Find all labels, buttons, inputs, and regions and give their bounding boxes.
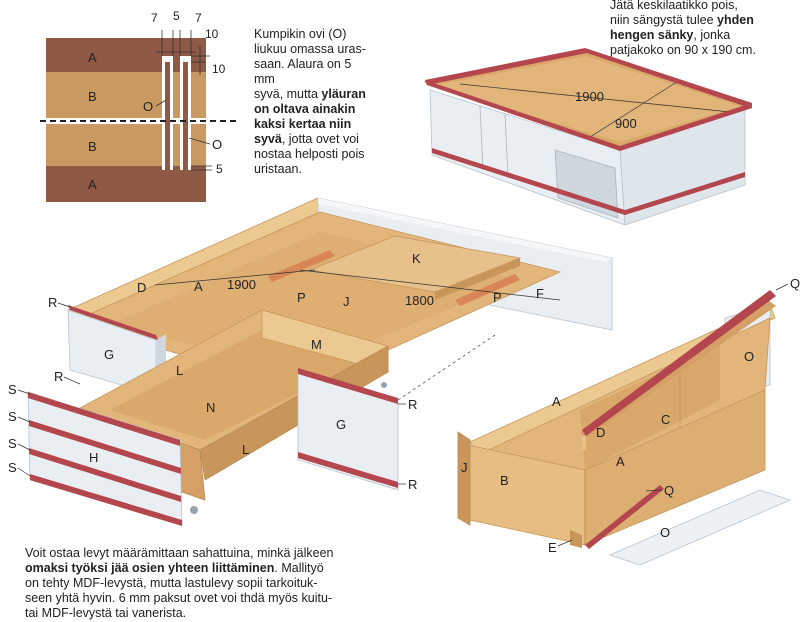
label-s-2: S (8, 409, 17, 424)
detail-dim-10b: 10 (212, 62, 226, 76)
label-a-unit-2: A (616, 454, 625, 469)
label-r-1: R (48, 295, 57, 310)
part-labels: D A P J K P F R G M L R N R G L R H S S … (8, 251, 800, 555)
label-q-1: Q (790, 276, 800, 291)
detail-label-a-bottom: A (88, 177, 97, 192)
label-d-frame: D (137, 280, 146, 295)
label-p-1: P (297, 290, 306, 305)
detail-dim-5b: 5 (216, 162, 223, 176)
detail-label-b-bottom: B (88, 139, 97, 154)
leader-lines (17, 283, 789, 547)
frame-width: 1800 (405, 293, 434, 308)
label-l-1: L (176, 363, 183, 378)
label-o-1: O (744, 349, 754, 364)
detail-label-o-2: O (212, 137, 222, 152)
label-a-frame: A (194, 279, 203, 294)
detail-a-bottom (46, 166, 206, 202)
text-bottom-left: Voit ostaa levyt määrämittaan sahattuina… (25, 546, 334, 620)
label-k: K (412, 251, 421, 266)
label-s-1: S (8, 382, 17, 397)
label-f: F (536, 286, 544, 301)
detail-b-bottom (46, 124, 206, 166)
detail-label-o-1: O (143, 99, 153, 114)
detail-dim-5a: 5 (173, 9, 180, 23)
label-r-2: R (54, 369, 63, 384)
storage-unit (457, 290, 792, 566)
label-g-right: G (336, 417, 346, 432)
detail-label-a-top: A (88, 50, 97, 65)
detail-a-top (46, 38, 206, 72)
label-p-2: P (493, 290, 502, 305)
label-s-4: S (8, 460, 17, 475)
label-c: C (661, 412, 670, 427)
label-s-3: S (8, 436, 17, 451)
text-top-right: Jätä keskilaatikko pois, niin sängystä t… (610, 0, 756, 57)
label-g-left: G (104, 347, 114, 362)
label-m: M (311, 337, 322, 352)
label-q-2: Q (664, 483, 674, 498)
label-n: N (206, 400, 215, 415)
label-d-unit: D (596, 425, 605, 440)
label-j-frame: J (343, 294, 350, 309)
label-r-4: R (408, 477, 417, 492)
main-frame: 1900 1800 (27, 197, 613, 526)
detail-dim-7b: 7 (195, 11, 202, 25)
frame-length: 1900 (227, 277, 256, 292)
label-b: B (500, 473, 509, 488)
label-r-3: R (408, 397, 417, 412)
detail-label-b-top: B (88, 89, 97, 104)
groove-detail: 7 5 7 10 10 5 A B B A O O (40, 9, 238, 202)
label-a-unit: A (552, 394, 561, 409)
single-bed-width: 900 (615, 116, 637, 131)
detail-dim-10a: 10 (205, 27, 219, 41)
label-l-2: L (242, 442, 249, 457)
single-bed-length: 1900 (575, 89, 604, 104)
label-h: H (89, 450, 98, 465)
single-bed: 1900 900 (423, 48, 752, 226)
label-j-unit: J (461, 460, 468, 475)
text-top-middle: Kumpikin ovi (O) liukuu omassa uras- saa… (254, 27, 366, 176)
detail-door-2 (183, 62, 188, 170)
detail-dim-7a: 7 (151, 11, 158, 25)
label-e: E (548, 540, 557, 555)
detail-door-1 (165, 62, 170, 170)
detail-b-top (46, 72, 206, 118)
label-o-2: O (660, 525, 670, 540)
